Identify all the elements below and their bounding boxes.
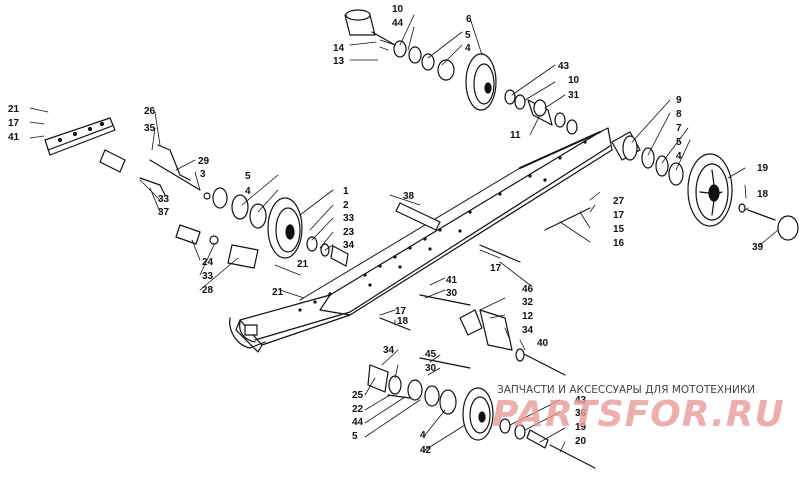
part-label: 10 <box>392 4 404 15</box>
part-label: 11 <box>510 130 521 141</box>
part-label: 42 <box>420 445 432 456</box>
part-label: 17 <box>395 306 407 317</box>
part-label: 10 <box>568 75 580 86</box>
rear-idler-assembly <box>611 131 799 241</box>
part-label: 19 <box>757 163 769 174</box>
part-label: 22 <box>352 404 364 415</box>
part-label: 17 <box>8 118 20 129</box>
part-label: 34 <box>343 240 355 251</box>
part-label: 6 <box>466 14 472 25</box>
part-label: 26 <box>144 106 156 117</box>
watermark-brand: PARTSFOR.RU <box>492 394 785 435</box>
rail-front-end <box>44 117 116 156</box>
part-label: 33 <box>202 271 214 282</box>
bolts <box>379 207 591 399</box>
part-label: 43 <box>575 395 587 406</box>
part-label: 45 <box>425 349 437 360</box>
part-label: 32 <box>522 297 534 308</box>
rail-holes <box>298 140 587 312</box>
part-label: 31 <box>568 90 580 101</box>
part-label: 18 <box>397 316 409 327</box>
leader-lines <box>29 14 779 453</box>
part-number-labels: 10 44 5 4 6 14 13 43 10 31 11 9 8 7 5 4 … <box>8 4 769 456</box>
part-label: 43 <box>558 61 570 72</box>
part-label: 21 <box>272 287 284 298</box>
watermark-caption: ЗАПЧАСТИ И АКСЕССУАРЫ ДЛЯ МОТОТЕХНИКИ <box>497 384 755 396</box>
slide-rail <box>235 127 613 353</box>
center-wheel-assembly <box>99 144 441 269</box>
part-label: 5 <box>245 171 251 182</box>
part-label: 28 <box>202 285 214 296</box>
part-label: 34 <box>383 345 395 356</box>
top-idler-assembly <box>344 9 578 135</box>
part-label: 1 <box>343 186 349 197</box>
part-label: 30 <box>425 363 437 374</box>
part-label: 4 <box>676 151 682 162</box>
part-label: 34 <box>522 325 534 336</box>
part-label: 20 <box>575 436 587 447</box>
part-label: 44 <box>392 18 404 29</box>
part-label: 38 <box>403 191 415 202</box>
part-label: 41 <box>8 132 20 143</box>
part-label: 15 <box>613 224 625 235</box>
part-label: 21 <box>8 104 20 115</box>
part-label: 13 <box>333 56 345 67</box>
part-label: 29 <box>198 156 210 167</box>
part-label: 12 <box>522 311 534 322</box>
part-label: 5 <box>352 431 358 442</box>
part-label: 17 <box>490 263 502 274</box>
part-label: 4 <box>465 43 471 54</box>
part-label: 23 <box>343 227 355 238</box>
rail-rear-tip <box>229 317 266 349</box>
part-label: 4 <box>245 186 251 197</box>
part-label: 30 <box>446 288 458 299</box>
part-label: 46 <box>522 284 534 295</box>
part-label: 36 <box>575 408 587 419</box>
part-label: 27 <box>613 196 625 207</box>
part-label: 19 <box>575 422 587 433</box>
part-label: 33 <box>343 213 355 224</box>
part-label: 41 <box>446 275 458 286</box>
part-label: 37 <box>158 207 170 218</box>
part-label: 18 <box>757 189 769 200</box>
part-label: 9 <box>676 95 682 106</box>
part-label: 14 <box>333 43 345 54</box>
part-label: 35 <box>144 123 156 134</box>
part-label: 25 <box>352 390 364 401</box>
part-label: 5 <box>465 30 471 41</box>
part-label: 33 <box>158 194 170 205</box>
part-label: 7 <box>676 123 682 134</box>
part-label: 39 <box>752 242 764 253</box>
part-label: 24 <box>202 257 214 268</box>
part-label: 2 <box>343 200 349 211</box>
lower-idler-assembly <box>367 309 596 469</box>
part-label: 40 <box>537 338 549 349</box>
part-label: 44 <box>352 417 364 428</box>
part-label: 5 <box>676 137 682 148</box>
part-label: 21 <box>297 259 309 270</box>
part-label: 16 <box>613 238 625 249</box>
part-label: 4 <box>420 430 426 441</box>
part-label: 17 <box>613 210 625 221</box>
part-label: 3 <box>200 169 206 180</box>
part-label: 8 <box>676 109 682 120</box>
